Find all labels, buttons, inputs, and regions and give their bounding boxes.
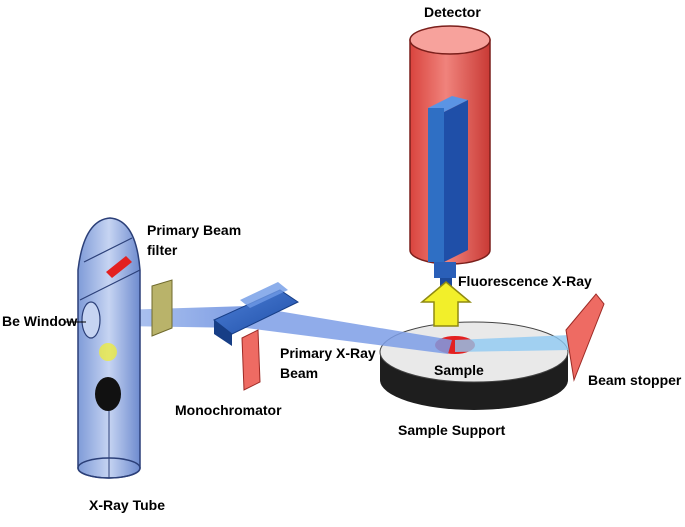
filament [99,343,117,361]
label-primary-beam-filter-2: filter [147,242,178,258]
fluorescence-arrow [419,281,473,327]
xray-tube [77,217,141,479]
label-detector: Detector [424,4,481,20]
label-be-window: Be Window [2,313,78,329]
label-monochromator: Monochromator [175,402,282,418]
label-xray-tube: X-Ray Tube [89,497,165,513]
primary-beam-filter [151,279,173,337]
label-primary-xray-2: Beam [280,365,319,381]
label-fluorescence-xray: Fluorescence X-Ray [458,273,592,289]
detector [409,25,491,286]
cathode [95,377,121,411]
detector-crystal [428,96,468,286]
anode-target [106,256,132,278]
label-primary-xray-1: Primary X-Ray [280,345,376,361]
label-beam-stopper: Beam stopper [588,372,682,388]
monochromator [213,282,300,391]
be-window [81,301,101,339]
label-primary-beam-filter-1: Primary Beam [147,222,242,238]
label-sample: Sample [434,362,484,378]
label-sample-support: Sample Support [398,422,506,438]
beam-stopper [565,293,605,382]
